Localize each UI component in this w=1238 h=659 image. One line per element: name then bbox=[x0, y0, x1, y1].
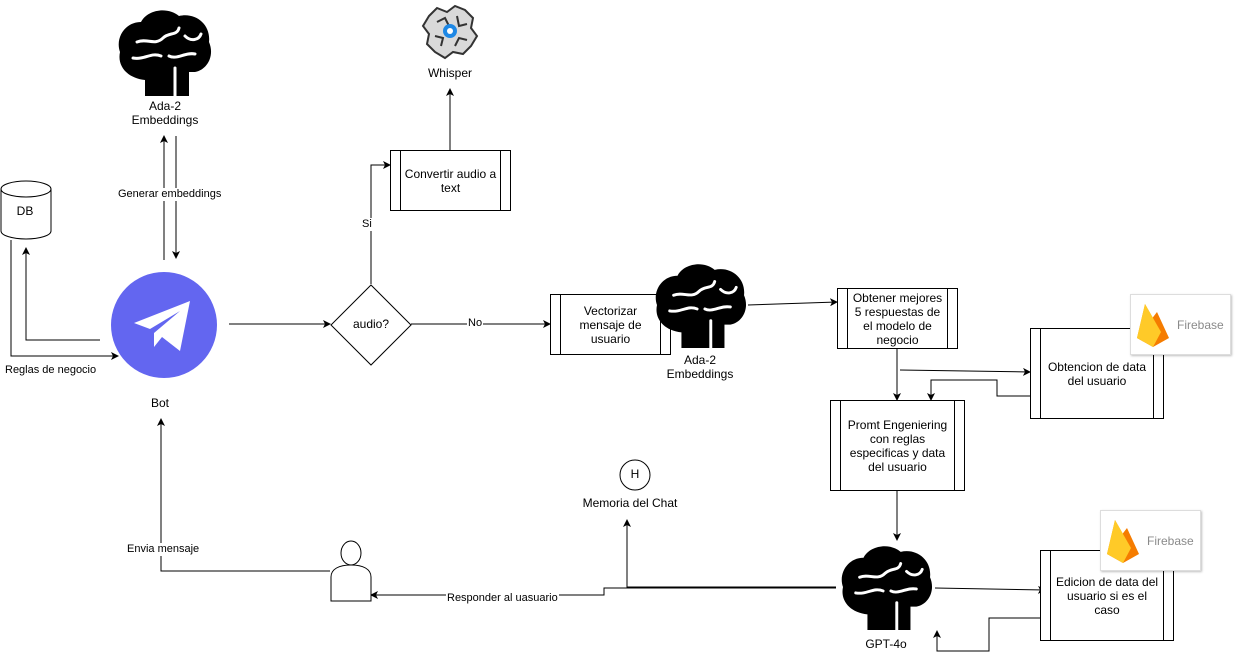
get-best-answers-process: Obtener mejores 5 respuestas de el model… bbox=[837, 288, 958, 349]
firebase-icon bbox=[1107, 519, 1139, 563]
edge-user-to-bot bbox=[157, 418, 330, 572]
get-user-data-process: Obtencion de data del usuario bbox=[1030, 328, 1164, 419]
edge-obtencion-to-promt bbox=[927, 379, 1030, 401]
audio-decision-label: audio? bbox=[352, 317, 390, 331]
edge-label-no: No bbox=[467, 317, 484, 330]
brain-icon bbox=[655, 264, 747, 350]
whisper-icon bbox=[421, 4, 479, 60]
edge-to-memoria bbox=[623, 519, 836, 588]
audio-decision bbox=[330, 284, 412, 366]
edge-bot-to-db bbox=[22, 247, 100, 341]
telegram-icon bbox=[111, 272, 217, 378]
edge-label-reglas: Reglas de negocio bbox=[4, 364, 98, 377]
firebase-logo: Firebase bbox=[1130, 294, 1231, 355]
firebase-icon bbox=[1137, 303, 1169, 347]
db-label: DB bbox=[16, 204, 34, 218]
firebase-logo: Firebase bbox=[1100, 510, 1201, 571]
brain-icon bbox=[118, 10, 212, 98]
memory-icon bbox=[619, 459, 651, 491]
memory-icon-letter: H bbox=[630, 467, 640, 481]
gpt-label: GPT-4o bbox=[865, 637, 907, 651]
memory-label: Memoria del Chat bbox=[582, 496, 678, 510]
database-icon bbox=[0, 180, 52, 240]
edge-label-si: Si bbox=[361, 218, 373, 231]
edge-audio-si bbox=[370, 161, 391, 284]
edge-db-to-bot bbox=[10, 240, 119, 360]
edge-label-envia: Envia mensaje bbox=[126, 543, 201, 556]
edge-edicion-to-gpt bbox=[933, 617, 1040, 652]
bot-label: Bot bbox=[150, 396, 169, 410]
prompt-engineering-process: Promt Engeniering con reglas especificas… bbox=[830, 400, 965, 491]
user-icon bbox=[330, 540, 372, 602]
edge-to-obtencion bbox=[899, 367, 1031, 376]
brain-icon bbox=[841, 546, 933, 632]
whisper-label: Whisper bbox=[427, 66, 472, 80]
edge-label-responder: Responder al uasuario bbox=[446, 592, 559, 605]
edge-ada-to-obtener bbox=[747, 298, 838, 307]
edge-label-generar: Generar embeddings bbox=[117, 188, 223, 201]
edge-gpt-to-edicion bbox=[934, 585, 1046, 594]
convert-audio-process: Convertir audio a text bbox=[390, 150, 511, 211]
vectorize-process: Vectorizar mensaje de usuario bbox=[550, 294, 671, 355]
edge-gpt-to-user bbox=[370, 587, 836, 599]
